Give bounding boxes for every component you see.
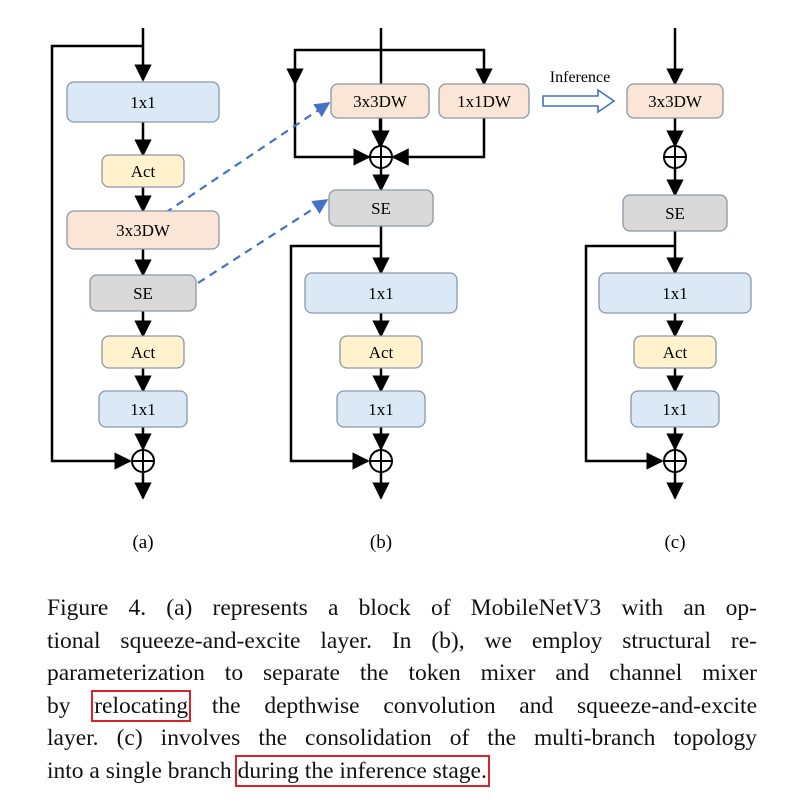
b-block-act: Act (339, 335, 423, 369)
figure-caption: Figure 4. (a) represents a block of Mobi… (47, 592, 757, 787)
block-shape (98, 390, 188, 428)
c-block-3x3dw: 3x3DW (626, 83, 724, 119)
highlighted-phrase-inference-stage: during the inference stage. (234, 754, 490, 787)
skip-connection (381, 48, 493, 86)
inference-arrow-icon (542, 88, 616, 114)
block-shape (626, 83, 724, 119)
skip-connection (391, 118, 486, 166)
add-icon (663, 449, 687, 473)
caption-line-3: parameterization to separate the token m… (47, 660, 757, 686)
b-block-3x3dw: 3x3DW (330, 83, 430, 119)
skip-connection (286, 48, 381, 86)
block-label: 1x1 (368, 400, 394, 419)
block-label: Act (663, 343, 688, 362)
a-block-3x3dw: 3x3DW (66, 210, 220, 250)
caption-text: by (47, 692, 95, 719)
a-block-1x1: 1x1 (66, 81, 220, 123)
skip-connection (293, 84, 371, 166)
block-label: 1x1DW (457, 92, 512, 111)
block-shape (101, 154, 185, 188)
add-icon (369, 145, 393, 169)
add-icon (369, 449, 393, 473)
c-block-1x1: 1x1 (598, 272, 752, 314)
skip-connection (289, 244, 381, 470)
block-shape (598, 272, 752, 314)
block-label: 1x1 (662, 400, 688, 419)
block-shape (66, 81, 220, 123)
block-label: SE (665, 204, 685, 223)
highlighted-word-relocating: relocating (91, 689, 192, 722)
caption-line-2: tional squeeze-and-excite layer. In (b),… (47, 627, 757, 654)
block-shape (330, 83, 430, 119)
block-label: 1x1 (130, 400, 156, 419)
relocate-arrow-se (197, 199, 329, 284)
block-shape (622, 194, 728, 232)
a-block-se: SE (89, 274, 197, 312)
caption-line-6: into a single branch during the inferenc… (47, 754, 757, 788)
caption-text: the depthwise convolution and squeeze-an… (188, 692, 757, 719)
block-label: 1x1 (130, 93, 156, 112)
block-shape (438, 83, 530, 119)
inference-label: Inference (550, 69, 610, 86)
block-shape (630, 390, 720, 428)
block-label: 1x1 (368, 284, 394, 303)
c-block-1x1: 1x1 (630, 390, 720, 428)
block-label: 3x3DW (116, 221, 171, 240)
block-shape (89, 274, 197, 312)
block-label: Act (369, 343, 394, 362)
b-block-se: SE (328, 189, 434, 227)
caption-line-1: Figure 4. (a) represents a block of Mobi… (47, 595, 757, 621)
block-label: SE (133, 284, 153, 303)
caption-text: into a single branch (47, 757, 238, 784)
b-subfigure-label: (b) (370, 532, 392, 553)
caption-line-4: by relocating the depthwise convolution … (47, 689, 757, 723)
block-shape (633, 335, 717, 369)
block-label: Act (131, 343, 156, 362)
block-label: Act (131, 162, 156, 181)
c-subfigure-label: (c) (664, 532, 685, 553)
a-block-act: Act (101, 335, 185, 369)
block-label: SE (371, 199, 391, 218)
skip-connection (584, 244, 675, 470)
block-label: 1x1 (662, 284, 688, 303)
block-shape (339, 335, 423, 369)
c-block-se: SE (622, 194, 728, 232)
a-subfigure-label: (a) (132, 532, 153, 553)
block-shape (304, 272, 458, 314)
b-block-1x1: 1x1 (336, 390, 426, 428)
block-shape (101, 335, 185, 369)
b-block-1x1: 1x1 (304, 272, 458, 314)
c-block-act: Act (633, 335, 717, 369)
skip-connection (50, 44, 143, 470)
add-icon (131, 449, 155, 473)
block-shape (328, 189, 434, 227)
caption-line-5: layer. (c) involves the consolidation of… (47, 725, 757, 751)
a-block-1x1: 1x1 (98, 390, 188, 428)
b-block-1x1dw: 1x1DW (438, 83, 530, 119)
block-label: 3x3DW (353, 92, 408, 111)
a-block-act: Act (101, 154, 185, 188)
block-shape (66, 210, 220, 250)
block-label: 3x3DW (648, 92, 703, 111)
block-shape (336, 390, 426, 428)
add-icon (663, 145, 687, 169)
relocate-arrow-dw (164, 102, 331, 214)
